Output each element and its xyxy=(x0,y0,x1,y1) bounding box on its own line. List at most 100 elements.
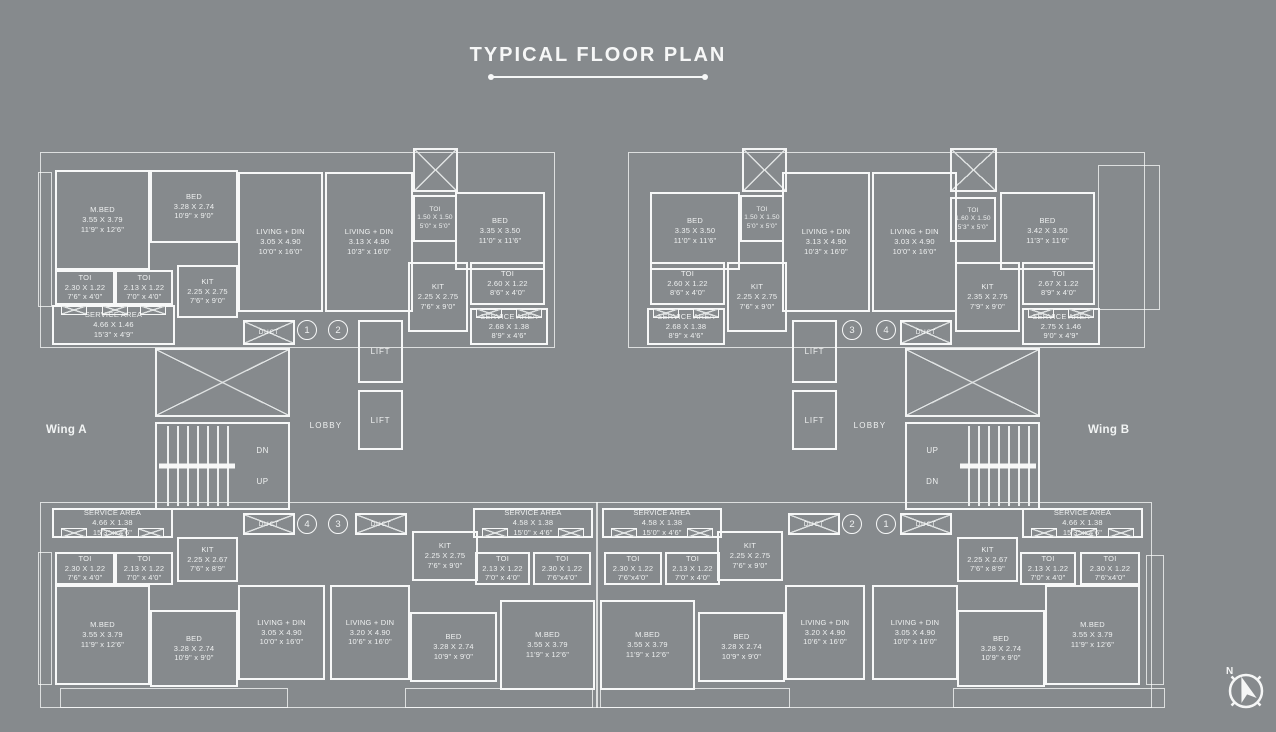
room-label-line: BED xyxy=(445,632,462,642)
room-label-line: TOI xyxy=(1041,553,1055,563)
room-label-line: 8'6" x 4'0" xyxy=(670,288,705,298)
vent-box xyxy=(1031,528,1058,538)
room-label-line: 1.60 X 1.50 xyxy=(955,215,991,223)
stair-treads xyxy=(959,426,1036,506)
vent-box xyxy=(610,528,637,538)
vent-box xyxy=(481,528,508,538)
room-label-line: 2.68 X 1.38 xyxy=(665,321,707,331)
room-label-line: 9'0" x 4'9" xyxy=(1043,331,1079,341)
room-label-line: 1.50 X 1.50 xyxy=(744,214,780,222)
room-label-line: 4.66 X 1.46 xyxy=(93,320,134,330)
room-label-line: 15'0" x 4'6" xyxy=(642,527,682,537)
room-label-line: 2.30 X 1.22 xyxy=(64,563,106,573)
room-label-line: KIT xyxy=(743,541,757,551)
room-label-line: SERVICE AREA xyxy=(1053,508,1112,518)
room-label-line: TOI xyxy=(78,553,92,563)
flat-number-circle: 4 xyxy=(297,514,317,534)
room-label-line: 1.50 X 1.50 xyxy=(417,214,453,222)
room-label-line: 10'3" x 16'0" xyxy=(804,246,848,256)
room-label-line: 3.55 X 3.79 xyxy=(627,640,668,650)
side-trim xyxy=(1098,165,1160,310)
room-label-line: 10'9" x 9'0" xyxy=(981,653,1021,663)
vent-box xyxy=(515,308,542,318)
room-label-line: 2.30 X 1.22 xyxy=(612,563,654,573)
stair-direction-label: DN xyxy=(926,477,939,486)
duct-box: DUCT xyxy=(243,320,295,345)
room-label-line: 4.58 X 1.38 xyxy=(641,518,683,528)
terrace-cutout xyxy=(413,148,458,192)
room-label-line: 2.13 X 1.22 xyxy=(672,563,713,573)
room-label-line: 4.66 X 1.38 xyxy=(1062,518,1103,528)
room-label-line: TOI xyxy=(681,268,694,278)
room-label-line: KIT xyxy=(431,282,445,292)
vent-box xyxy=(1028,308,1055,318)
room-label-line: 11'9" x 12'6" xyxy=(1070,639,1115,649)
room-label-line: 11'0" x 11'6" xyxy=(673,235,717,245)
flat-number-circle: 1 xyxy=(876,514,896,534)
room-label-line: 15'3" x 4'9" xyxy=(93,329,134,339)
staircase-a: DN UP xyxy=(155,422,290,510)
flat-number-circle: 1 xyxy=(297,320,317,340)
room-label-line: 2.75 X 1.46 xyxy=(1040,321,1082,331)
room-label-line: TOI xyxy=(686,553,699,563)
room-label-line: 2.13 X 1.22 xyxy=(123,563,165,573)
lift-b-upper: LIFT xyxy=(792,320,837,383)
room-label-line: LIVING + DIN xyxy=(890,617,940,627)
room-label-line: M.BED xyxy=(1080,620,1105,630)
duct-box: DUCT xyxy=(900,320,952,345)
room-label-line: 7'6" x 9'0" xyxy=(739,301,775,311)
flat-number-circle: 3 xyxy=(842,320,862,340)
room-label-line: 11'9" x 12'6" xyxy=(525,649,570,659)
lobby-b-label: LOBBY xyxy=(853,420,887,430)
stair-labels: UP DN xyxy=(907,424,958,508)
balcony-trim xyxy=(405,688,593,708)
room-label-line: 3.05 X 4.90 xyxy=(260,237,301,247)
room-label-line: TOI xyxy=(756,205,768,213)
page-header: TYPICAL FLOOR PLAN xyxy=(437,44,759,80)
staircase-b: UP DN xyxy=(905,422,1040,510)
room-label-line: 4.58 X 1.38 xyxy=(512,518,554,528)
room-label-line: BED xyxy=(1039,216,1056,226)
stair-direction-label: UP xyxy=(926,446,939,455)
room-label-line: 10'0" x 16'0" xyxy=(259,637,304,647)
room-label-line: 10'0" x 16'0" xyxy=(893,637,937,647)
room-label-line: TOI xyxy=(137,553,151,563)
room-label-line: 2.30 X 1.22 xyxy=(541,563,583,573)
duct-box: DUCT xyxy=(243,513,295,535)
vent-box xyxy=(476,308,503,318)
room-label-line: 2.30 X 1.22 xyxy=(1089,563,1131,573)
room-label-line: M.BED xyxy=(535,630,560,640)
room-label-line: KIT xyxy=(750,282,764,292)
room-label-line: 2.13 X 1.22 xyxy=(482,563,523,573)
